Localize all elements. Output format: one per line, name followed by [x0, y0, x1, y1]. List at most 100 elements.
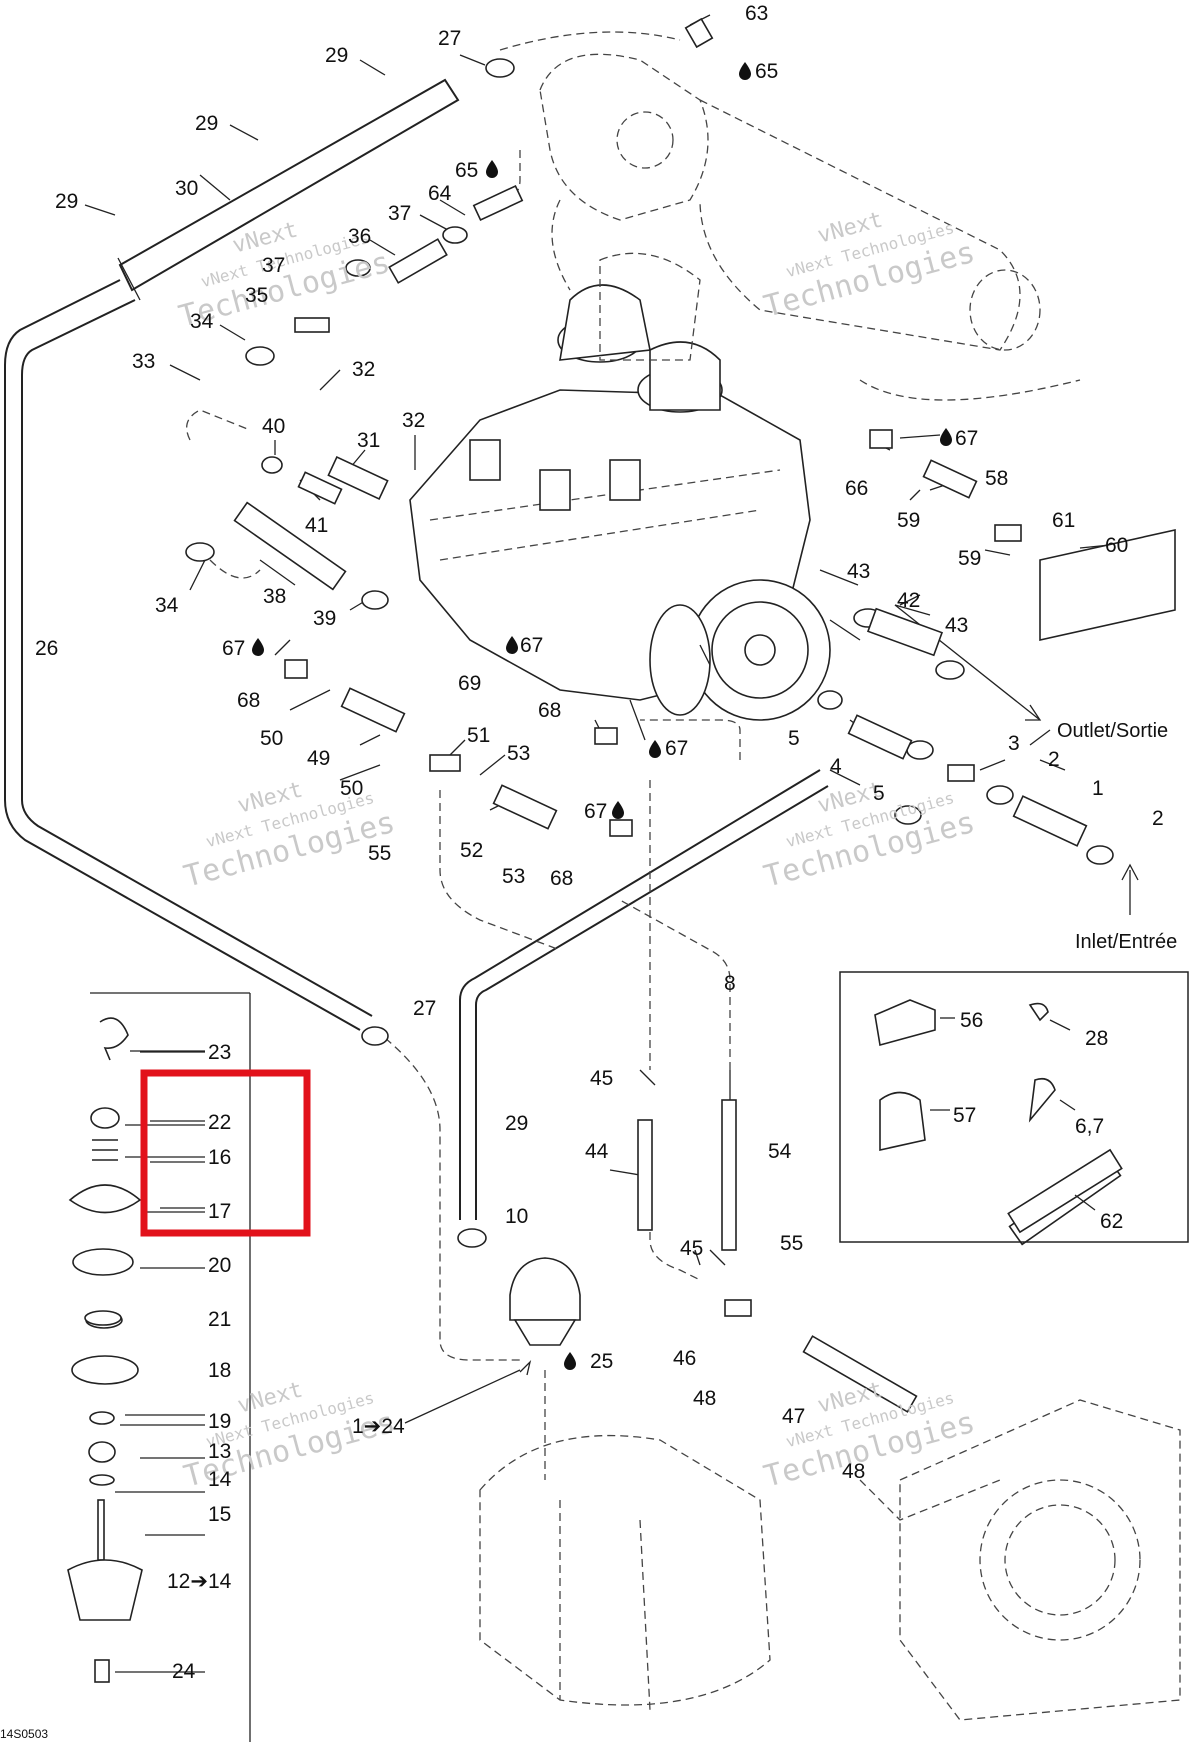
- callout-47: 47: [782, 1405, 805, 1428]
- jet-pump-housing: [899, 1399, 1181, 1721]
- inlet-arrow-icon: [1121, 863, 1139, 881]
- callout-29: 29: [55, 190, 78, 213]
- callout-1-to-24: 1➔24: [352, 1415, 405, 1438]
- drop-icon: [506, 636, 518, 654]
- engine-block: [409, 284, 831, 721]
- inset-parts-panel: [839, 971, 1189, 1243]
- watermark: vNext vNext Technologies Technologies: [760, 207, 978, 324]
- outlet-label: Outlet/Sortie: [1057, 720, 1168, 742]
- callout-67: 67: [584, 800, 607, 823]
- callout-36: 36: [348, 225, 371, 248]
- callout-33: 33: [132, 350, 155, 373]
- callout-38: 38: [263, 585, 286, 608]
- callout-61: 61: [1052, 509, 1075, 532]
- callout-29: 29: [325, 44, 348, 67]
- callout-68: 68: [237, 689, 260, 712]
- callout-41: 41: [305, 514, 328, 537]
- callout-2: 2: [1152, 807, 1164, 830]
- callout-46: 46: [673, 1347, 696, 1370]
- callout-45: 45: [680, 1237, 703, 1260]
- callout-67: 67: [520, 634, 543, 657]
- callout-65: 65: [455, 159, 478, 182]
- exhaust-manifold: [539, 53, 1081, 401]
- callout-27: 27: [438, 27, 461, 50]
- callout-26: 26: [35, 637, 58, 660]
- drop-icon: [739, 62, 751, 80]
- callout-16: 16: [208, 1146, 231, 1169]
- callout-56: 56: [960, 1009, 983, 1032]
- bottom-muffler: [479, 1434, 771, 1711]
- callout-69: 69: [458, 672, 481, 695]
- callout-32: 32: [352, 358, 375, 381]
- callout-43: 43: [945, 614, 968, 637]
- callout-5: 5: [788, 727, 800, 750]
- callout-4: 4: [830, 755, 842, 778]
- callout-24: 24: [172, 1660, 196, 1683]
- small-parts: [85, 17, 1122, 1413]
- callout-59: 59: [897, 509, 920, 532]
- callout-68: 68: [538, 699, 561, 722]
- callout-8: 8: [724, 972, 736, 995]
- callout-48: 48: [842, 1460, 865, 1483]
- callout-25: 25: [590, 1350, 613, 1373]
- callout-13: 13: [208, 1440, 231, 1463]
- callout-44: 44: [585, 1140, 609, 1163]
- callout-60: 60: [1105, 534, 1128, 557]
- callout-35: 35: [245, 284, 268, 307]
- callout-14: 14: [208, 1468, 232, 1491]
- callout-67: 67: [955, 427, 978, 450]
- watermark: vNext vNext Technologies Technologies: [760, 777, 978, 894]
- callout-12-to-14: 12➔14: [167, 1570, 232, 1593]
- callout-32: 32: [402, 409, 425, 432]
- callout-50: 50: [340, 777, 363, 800]
- outlet-arrow-icon: [1025, 704, 1042, 721]
- drop-icon: [612, 801, 624, 819]
- inlet-label: Inlet/Entrée: [1075, 931, 1177, 953]
- pointer-arrow-icon: [519, 1359, 532, 1376]
- callout-31: 31: [357, 429, 380, 452]
- callout-51: 51: [467, 724, 490, 747]
- callout-62: 62: [1100, 1210, 1123, 1233]
- callout-6-7: 6,7: [1075, 1115, 1104, 1138]
- callout-2: 2: [1048, 748, 1060, 771]
- callout-29: 29: [505, 1112, 528, 1135]
- callout-19: 19: [208, 1410, 231, 1433]
- callout-53: 53: [502, 865, 525, 888]
- callout-49: 49: [307, 747, 330, 770]
- callout-30: 30: [175, 177, 198, 200]
- callout-5: 5: [873, 782, 885, 805]
- callout-55: 55: [780, 1232, 803, 1255]
- callout-52: 52: [460, 839, 483, 862]
- drop-icon: [649, 740, 661, 758]
- callout-34: 34: [190, 310, 214, 333]
- callout-65: 65: [755, 60, 778, 83]
- callout-39: 39: [313, 607, 336, 630]
- watermark: vNext vNext Technologies Technologies: [180, 777, 398, 894]
- callout-58: 58: [985, 467, 1008, 490]
- drop-icons: [252, 62, 952, 1370]
- drawing-code: 14S0503: [0, 1727, 48, 1741]
- callouts: 63 65 27 29 29 30 29 65 64 37 36 37 35 3…: [0, 2, 1177, 1741]
- drop-icon: [940, 428, 952, 446]
- drop-icon: [252, 638, 264, 656]
- highlight-box: [140, 1069, 311, 1237]
- callout-27: 27: [413, 997, 436, 1020]
- callout-29: 29: [195, 112, 218, 135]
- callout-53: 53: [507, 742, 530, 765]
- callout-59: 59: [958, 547, 981, 570]
- callout-43: 43: [847, 560, 870, 583]
- callout-57: 57: [953, 1104, 976, 1127]
- callout-67: 67: [222, 637, 245, 660]
- callout-37: 37: [388, 202, 411, 225]
- callout-23: 23: [208, 1041, 231, 1064]
- callout-63: 63: [745, 2, 768, 25]
- callout-3: 3: [1008, 732, 1020, 755]
- callout-50: 50: [260, 727, 283, 750]
- callout-18: 18: [208, 1359, 231, 1382]
- callout-20: 20: [208, 1254, 231, 1277]
- callout-1: 1: [1092, 777, 1104, 800]
- callout-45: 45: [590, 1067, 613, 1090]
- callout-66: 66: [845, 477, 868, 500]
- callout-64: 64: [428, 182, 452, 205]
- drop-icon: [486, 160, 498, 178]
